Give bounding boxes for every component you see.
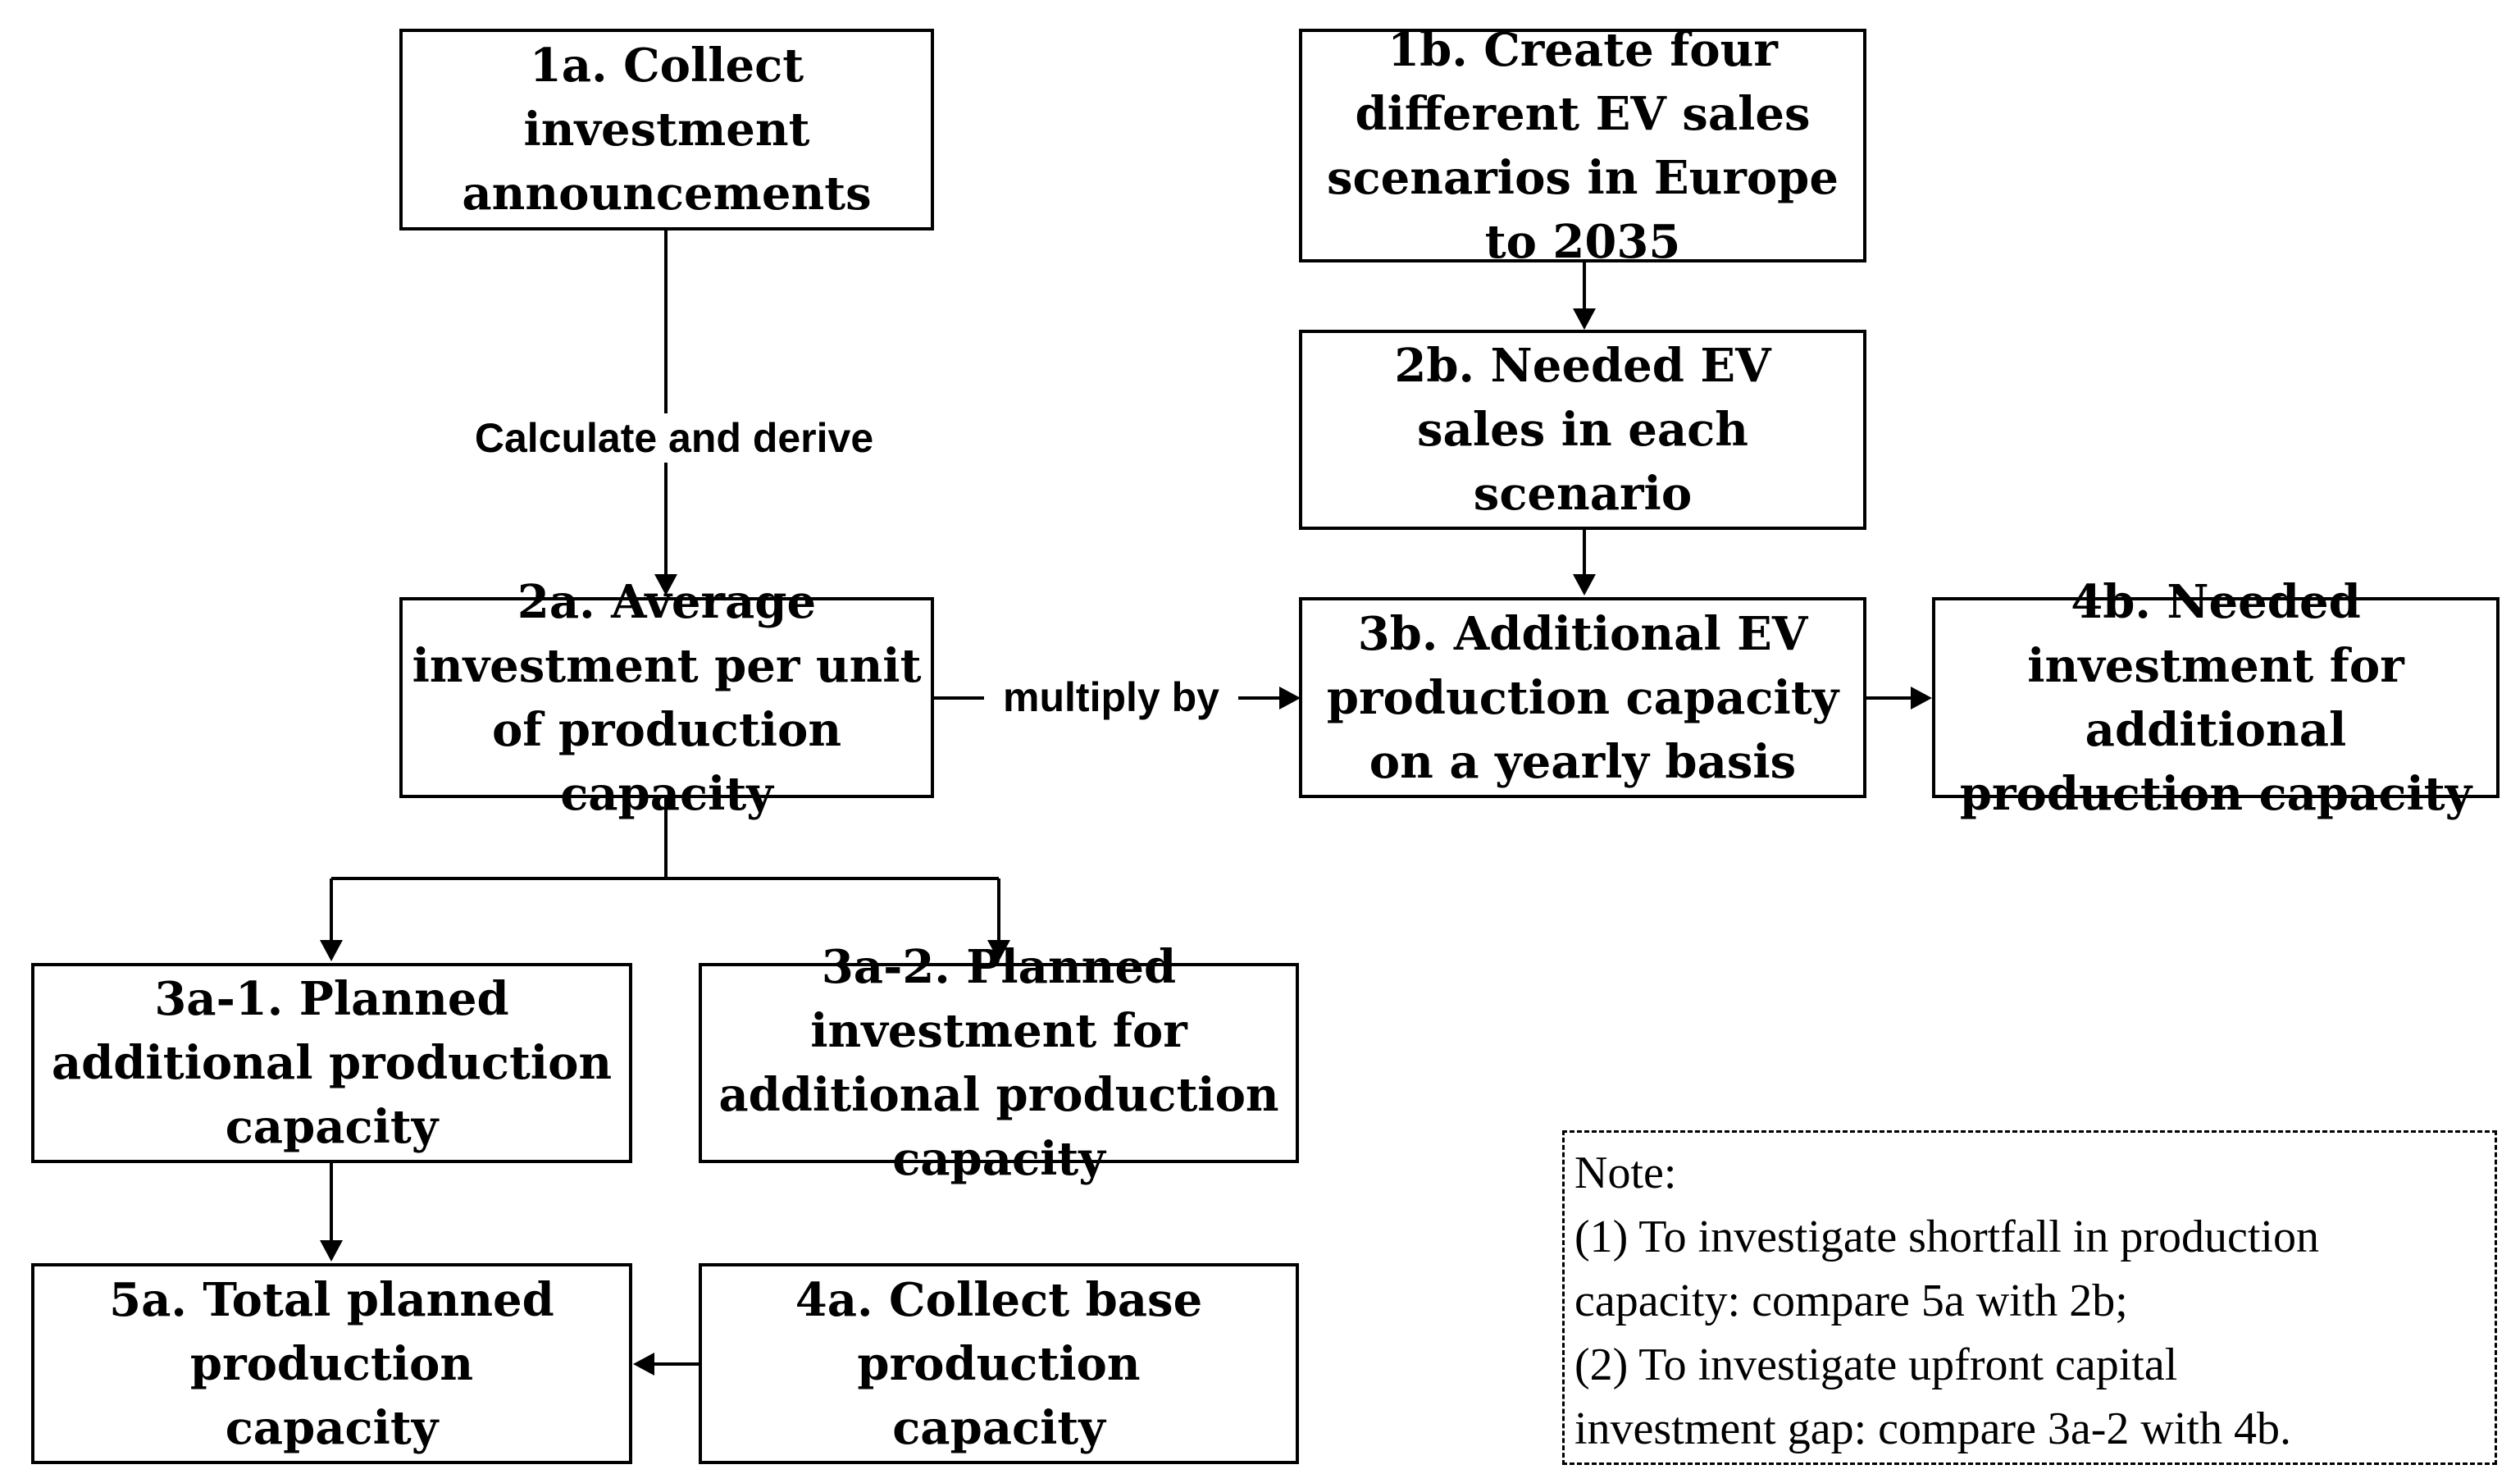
note-line-1: (1) To investigate shortfall in producti… — [1574, 1211, 2319, 1262]
node-3a1: 3a-1. Planned additional production capa… — [31, 963, 632, 1163]
arrowhead-3b-left — [1279, 687, 1301, 710]
note-line-2: capacity: compare 5a with 2b; — [1574, 1275, 2128, 1326]
node-2a-label: 2a. Average investment per unit of produ… — [412, 574, 922, 821]
node-3b-label: 3b. Additional EV production capacity on… — [1326, 606, 1839, 789]
node-1a: 1a. Collect investment announcements — [399, 29, 934, 230]
arrowhead-5a-right — [633, 1353, 654, 1376]
node-5a-label: 5a. Total planned production capacity — [109, 1272, 554, 1455]
node-4b: 4b. Needed investment for additional pro… — [1932, 575, 2499, 821]
node-2a: 2a. Average investment per unit of produ… — [399, 575, 934, 821]
note-line-3: (2) To investigate upfront capital — [1574, 1339, 2178, 1390]
node-3a2-label: 3a-2. Planned investment for additional … — [718, 940, 1279, 1186]
arrowhead-3a2 — [987, 940, 1010, 961]
node-1b-label: 1b. Create four different EV sales scena… — [1327, 22, 1839, 269]
node-4b-label: 4b. Needed investment for additional pro… — [1959, 574, 2472, 821]
node-1a-label: 1a. Collect investment announcements — [462, 39, 872, 221]
node-2b: 2b. Needed EV sales in each scenario — [1299, 330, 1866, 530]
node-1b: 1b. Create four different EV sales scena… — [1299, 23, 1866, 269]
arrowhead-5a-top — [320, 1240, 343, 1262]
arrowhead-2b — [1573, 308, 1596, 330]
edge-label-calculate: Calculate and derive — [444, 413, 904, 463]
arrowhead-4b — [1911, 687, 1932, 710]
edge-label-multiply: multiply by — [984, 673, 1238, 722]
note-line-4: investment gap: compare 3a-2 with 4b. — [1574, 1403, 2291, 1454]
node-2b-label: 2b. Needed EV sales in each scenario — [1394, 339, 1771, 521]
arrowhead-2a — [654, 574, 677, 595]
arrowhead-3a1 — [320, 940, 343, 961]
arrowhead-3b-top — [1573, 574, 1596, 595]
node-3a2: 3a-2. Planned investment for additional … — [699, 940, 1299, 1186]
node-5a: 5a. Total planned production capacity — [31, 1263, 632, 1464]
node-3b: 3b. Additional EV production capacity on… — [1299, 597, 1866, 798]
node-4a-label: 4a. Collect base production capacity — [795, 1272, 1203, 1455]
note-title: Note: — [1574, 1148, 1677, 1198]
node-4a: 4a. Collect base production capacity — [699, 1263, 1299, 1464]
note-box: Note: (1) To investigate shortfall in pr… — [1562, 1130, 2497, 1465]
node-3a1-label: 3a-1. Planned additional production capa… — [51, 972, 613, 1154]
